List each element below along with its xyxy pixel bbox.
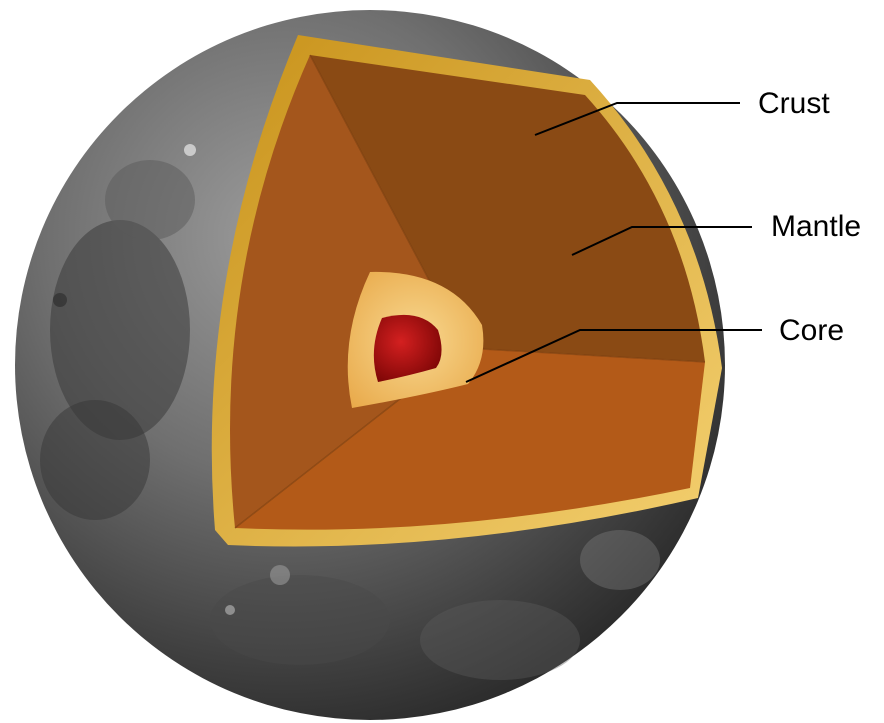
crust-label: Crust	[758, 87, 830, 120]
mantle-cutaway	[230, 55, 705, 530]
core-label: Core	[779, 314, 844, 347]
mantle-label: Mantle	[771, 210, 861, 243]
